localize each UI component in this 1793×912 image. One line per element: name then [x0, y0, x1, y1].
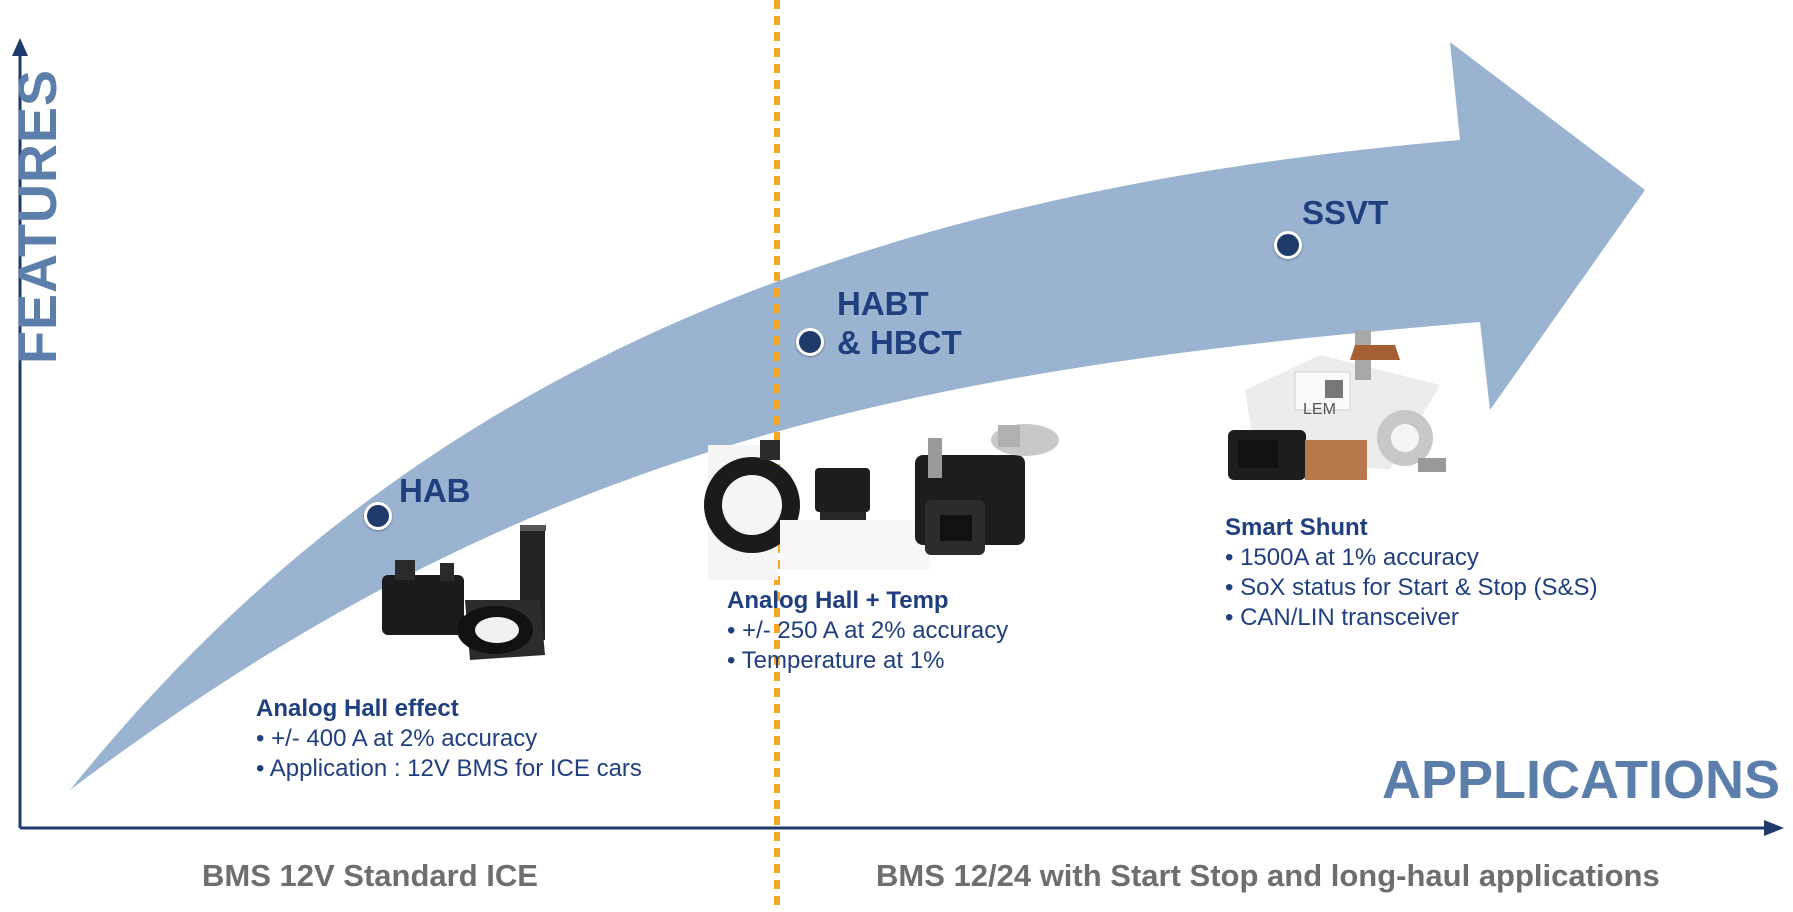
- hab-spec-card: Analog Hall effect +/- 400 A at 2% accur…: [256, 694, 642, 784]
- habt-spec-title: Analog Hall + Temp: [727, 586, 1008, 616]
- phase-right-label: BMS 12/24 with Start Stop and long-haul …: [876, 858, 1660, 894]
- hbct-terminal-sensor-image: [915, 424, 1059, 555]
- ssvt-spec-title: Smart Shunt: [1225, 513, 1598, 543]
- smart-shunt-image: LEM: [1228, 330, 1446, 480]
- ssvt-spec-bullet: SoX status for Start & Stop (S&S): [1225, 573, 1598, 603]
- habt-ring-sensor-image: [704, 440, 930, 580]
- lem-device-label: LEM: [1303, 401, 1336, 418]
- ssvt-spec-card: Smart Shunt 1500A at 1% accuracy SoX sta…: [1225, 513, 1598, 633]
- habt-spec-bullet: Temperature at 1%: [727, 646, 1008, 676]
- habt-product-label-line1: HABT: [837, 285, 929, 323]
- phase-left-label: BMS 12V Standard ICE: [202, 858, 538, 894]
- ssvt-spec-bullet: 1500A at 1% accuracy: [1225, 543, 1598, 573]
- ssvt-product-label: SSVT: [1302, 194, 1388, 232]
- habt-marker-dot: [796, 328, 824, 356]
- x-axis-arrowhead: [1764, 820, 1784, 836]
- habt-spec-card: Analog Hall + Temp +/- 250 A at 2% accur…: [727, 586, 1008, 676]
- ssvt-spec-bullet: CAN/LIN transceiver: [1225, 603, 1598, 633]
- hab-product-label: HAB: [399, 472, 471, 510]
- habt-product-label-line2: & HBCT: [837, 324, 962, 362]
- y-axis-title: FEATURES: [8, 54, 68, 364]
- x-axis-title: APPLICATIONS: [1320, 750, 1780, 810]
- habt-spec-bullet: +/- 250 A at 2% accuracy: [727, 616, 1008, 646]
- hab-spec-bullet: Application : 12V BMS for ICE cars: [256, 754, 642, 784]
- hab-spec-bullet: +/- 400 A at 2% accuracy: [256, 724, 642, 754]
- hab-spec-title: Analog Hall effect: [256, 694, 642, 724]
- ssvt-marker-dot: [1274, 231, 1302, 259]
- hab-marker-dot: [364, 502, 392, 530]
